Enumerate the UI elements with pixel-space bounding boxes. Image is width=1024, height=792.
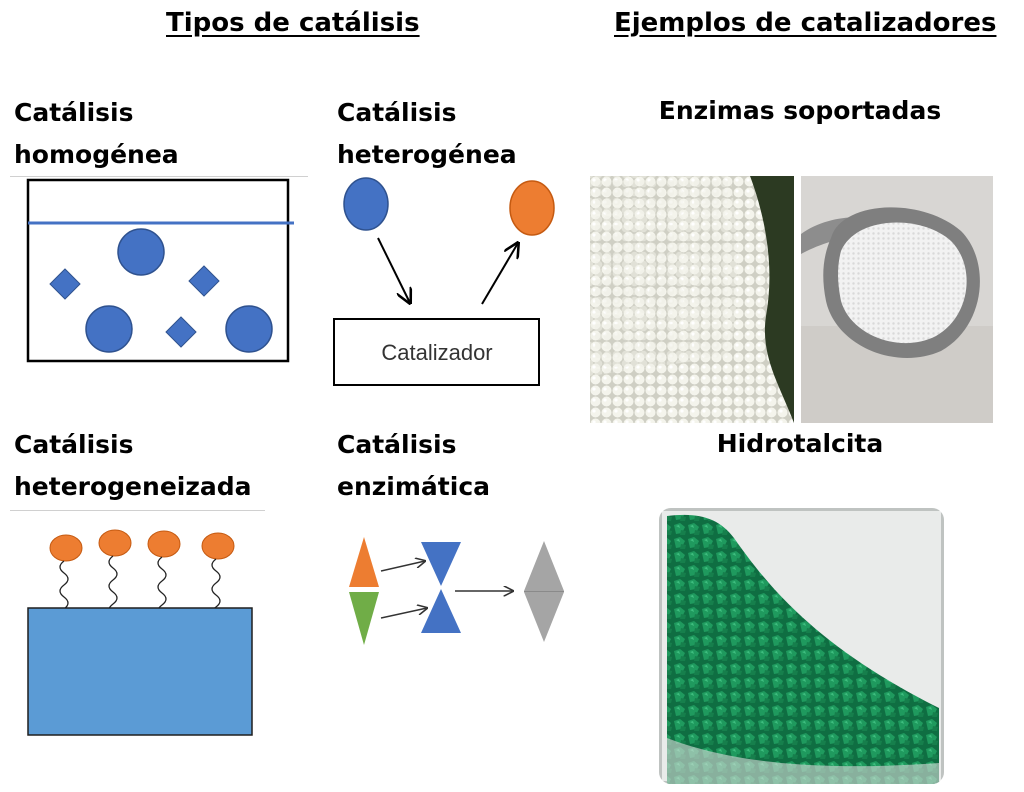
homogeneous-separator bbox=[10, 176, 308, 177]
linker-chain bbox=[156, 556, 167, 619]
catalyst-diamond bbox=[49, 268, 81, 300]
arrow-substrate-1 bbox=[380, 561, 425, 572]
arrow-substrate-2 bbox=[380, 608, 427, 619]
catalyst-box bbox=[333, 318, 540, 386]
catalyst-box-label: Catalizador bbox=[381, 340, 492, 365]
heterogeneous-diagram: Catalizador bbox=[333, 177, 555, 386]
reactant-circle bbox=[343, 177, 389, 231]
product-bottom-triangle bbox=[524, 592, 564, 642]
heterogeneous-label: Catálisis heterogénea bbox=[337, 98, 517, 169]
arrow-from-catalyst bbox=[481, 243, 518, 305]
arrow-to-catalyst bbox=[377, 237, 410, 303]
product-top-triangle bbox=[524, 541, 564, 591]
catalyst-diamond bbox=[188, 265, 220, 297]
anchored-catalyst bbox=[147, 530, 181, 558]
supported-enzymes-title: Enzimas soportadas bbox=[658, 96, 942, 125]
heterogenized-diagram bbox=[27, 529, 253, 736]
enzymatic-diagram bbox=[349, 537, 564, 645]
types-header: Tipos de catálisis bbox=[166, 8, 420, 38]
examples-header: Ejemplos de catalizadores bbox=[614, 8, 997, 38]
molecule-circle bbox=[225, 305, 273, 353]
enzyme-powder-spoon-photo bbox=[801, 176, 993, 423]
molecule-circle bbox=[85, 305, 133, 353]
homogeneous-label: Catálisis homogénea bbox=[14, 98, 179, 169]
anchored-catalyst bbox=[98, 529, 132, 557]
homogeneous-diagram bbox=[26, 178, 294, 363]
linker-chain bbox=[107, 555, 118, 619]
catalyst-diamond bbox=[165, 316, 197, 348]
product-circle bbox=[509, 180, 555, 236]
enzymatic-label: Catálisis enzimática bbox=[337, 430, 491, 501]
molecule-circle bbox=[117, 228, 165, 276]
enzyme-beads-photo bbox=[590, 176, 794, 423]
enzyme-bottom-triangle bbox=[421, 589, 461, 633]
support-surface bbox=[27, 607, 253, 736]
heterogenized-label: Catálisis heterogeneizada bbox=[14, 430, 252, 501]
heterogenized-separator bbox=[10, 510, 265, 511]
hydrotalcite-title: Hidrotalcita bbox=[716, 429, 884, 458]
anchored-catalyst bbox=[201, 532, 235, 560]
hydrotalcite-photo bbox=[659, 508, 944, 784]
anchored-catalyst bbox=[49, 534, 83, 562]
substrate-green-triangle bbox=[349, 592, 379, 645]
enzyme-top-triangle bbox=[421, 542, 461, 586]
substrate-orange-triangle bbox=[349, 537, 379, 587]
